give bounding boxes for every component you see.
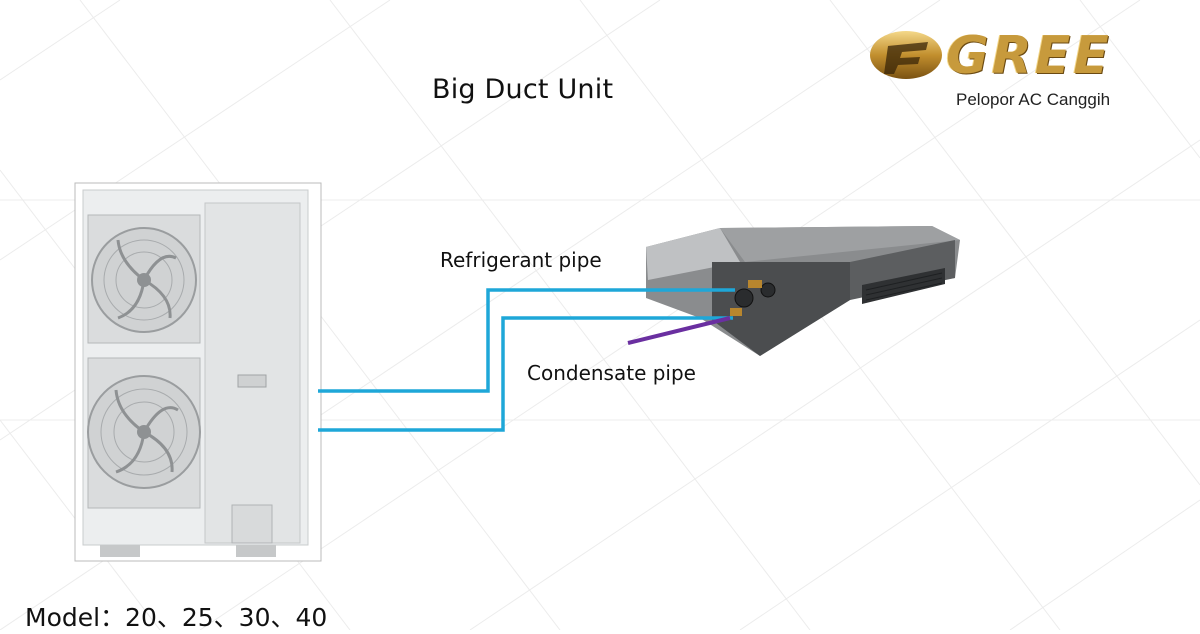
brand-logo: GREE Pelopor AC Canggih <box>868 24 1168 120</box>
fan-bottom <box>87 375 201 489</box>
page-title: Big Duct Unit <box>432 74 614 105</box>
refrigerant-pipe-label: Refrigerant pipe <box>440 248 602 272</box>
outdoor-unit <box>74 182 322 562</box>
condensate-pipe <box>627 316 731 345</box>
refrigerant-pipes <box>318 288 735 432</box>
condensate-pipe-label: Condensate pipe <box>527 361 696 385</box>
indoor-duct-unit <box>646 226 960 356</box>
gree-logo-icon <box>870 31 942 79</box>
model-list: Model：20、25、30、40 <box>25 603 328 632</box>
brand-name: GREE <box>946 26 1112 86</box>
brand-tagline: Pelopor AC Canggih <box>956 90 1111 109</box>
fan-top <box>91 227 197 333</box>
